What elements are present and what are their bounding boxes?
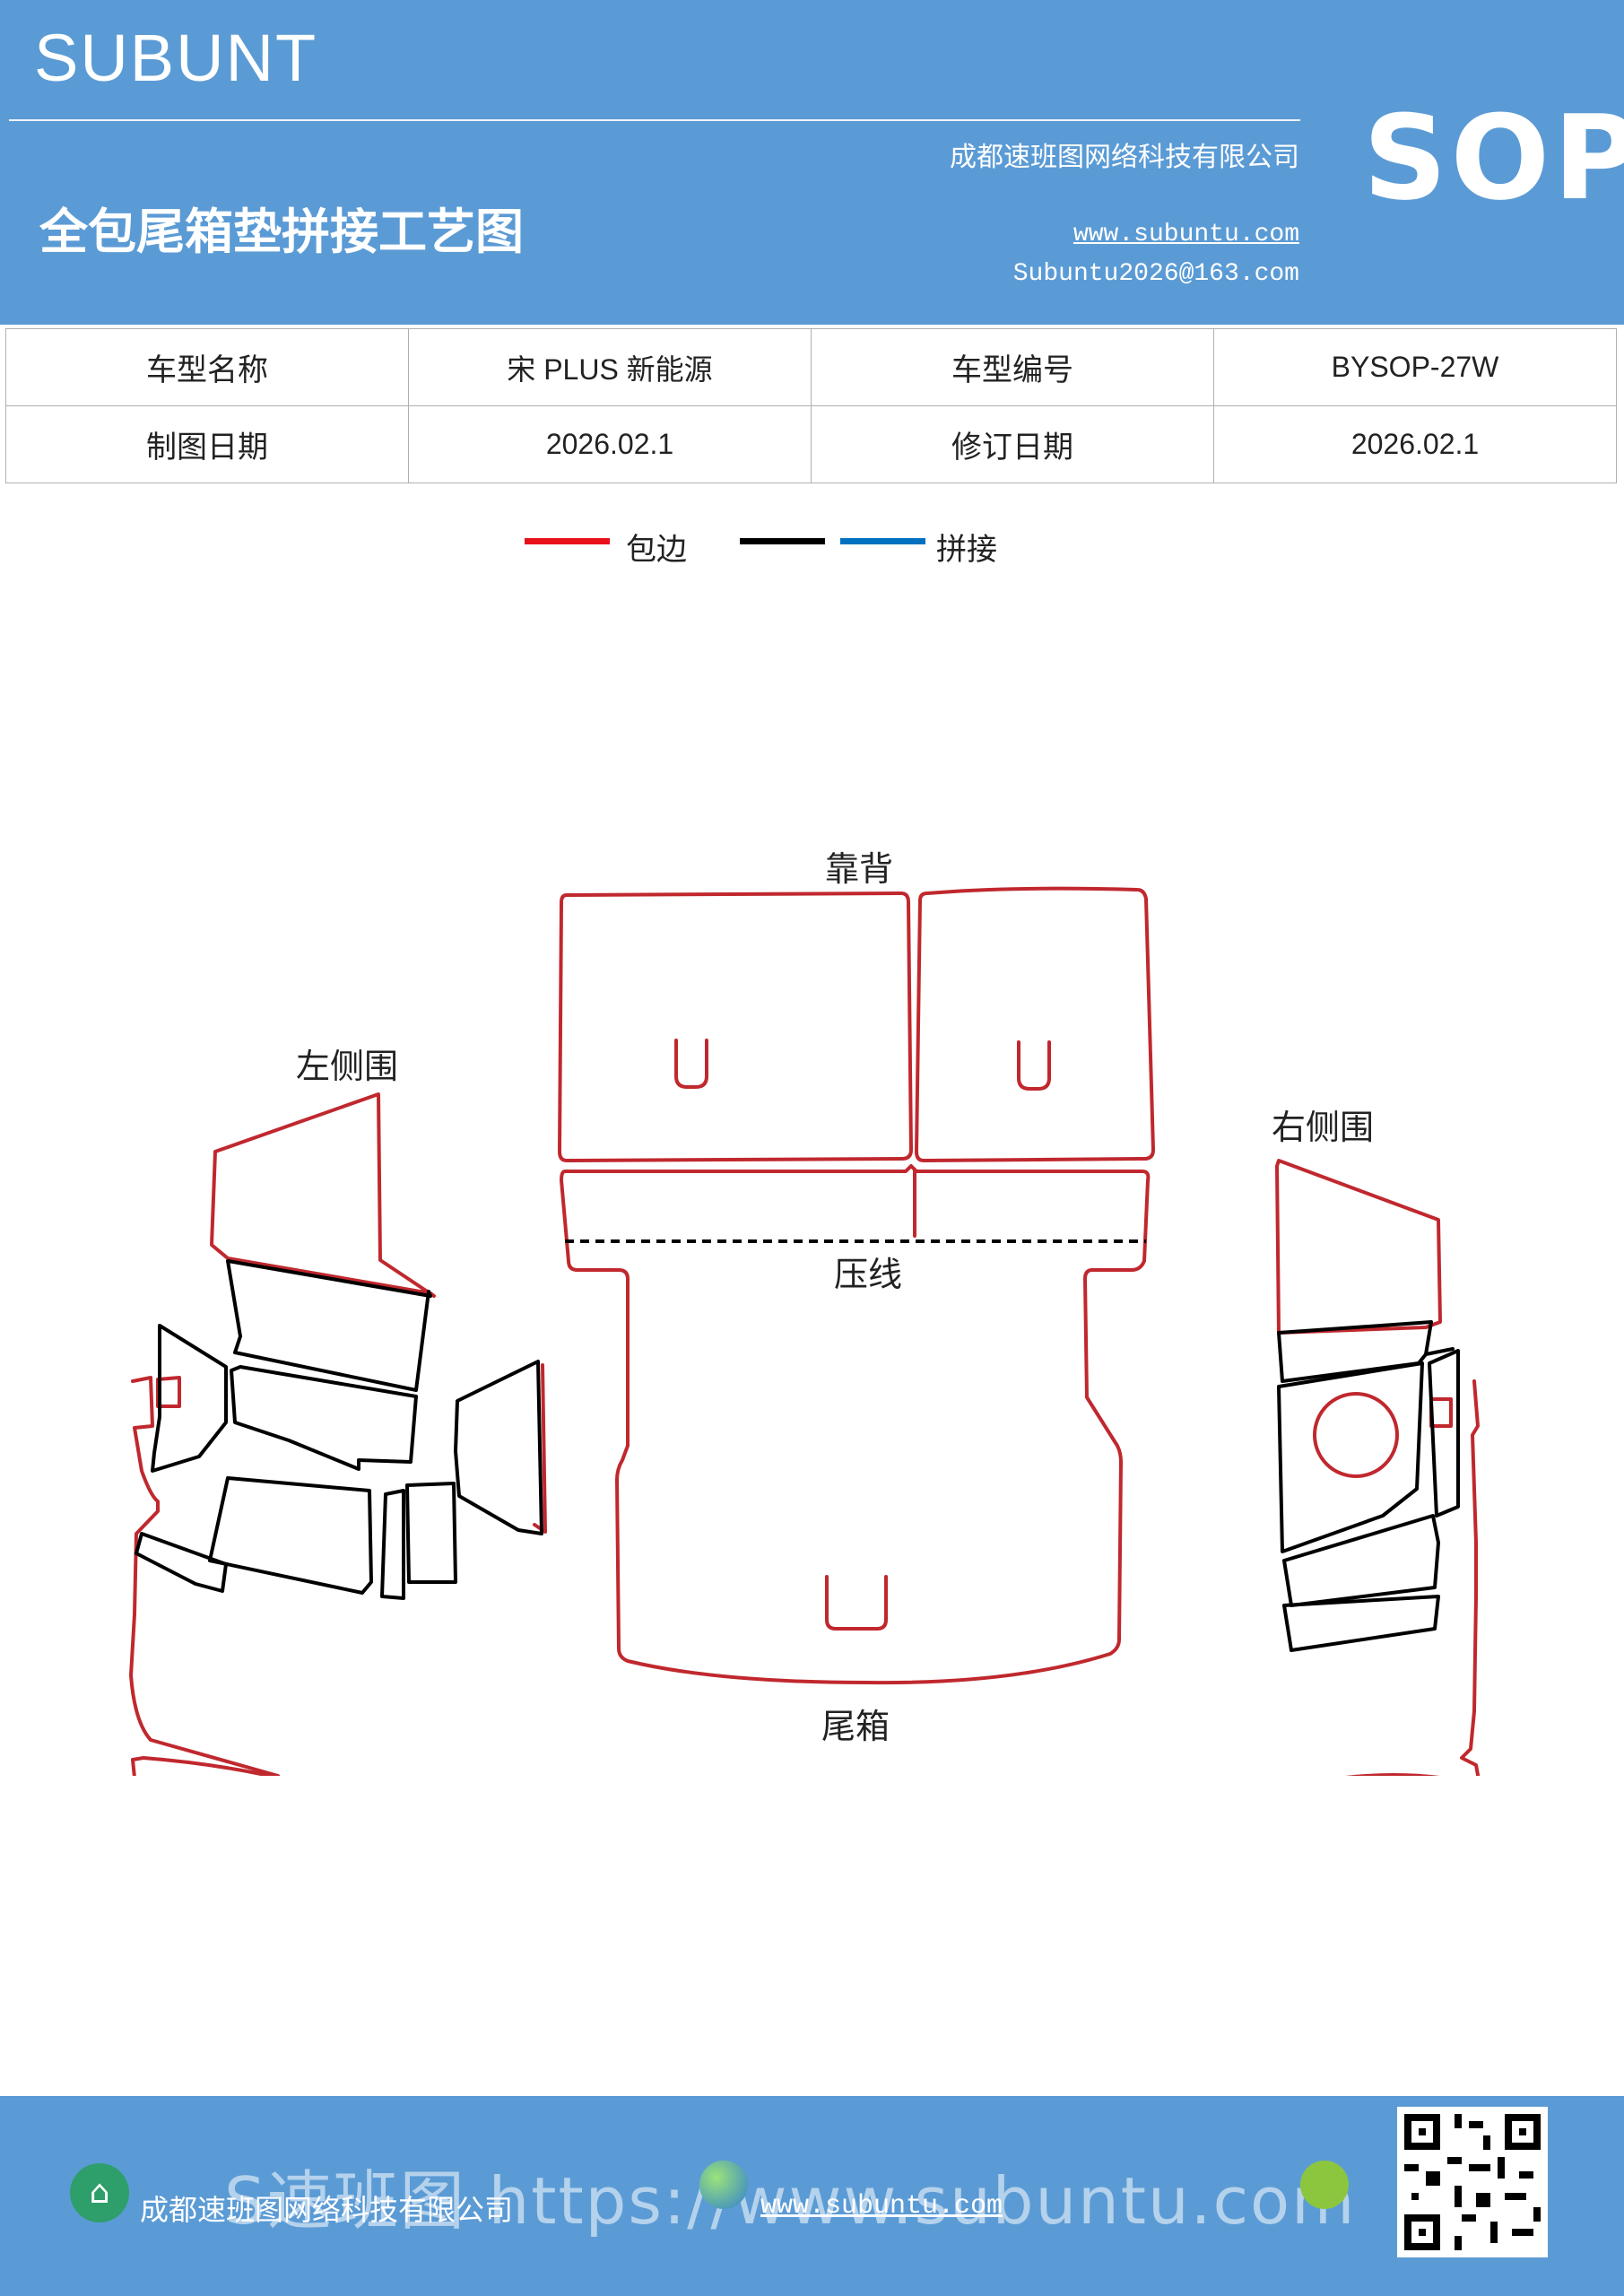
right-piece-4 (1282, 1595, 1440, 1652)
right-side-outer-strip (1460, 1379, 1481, 1776)
backrest-right-panel (915, 886, 1155, 1162)
globe-icon (699, 2161, 748, 2209)
right-side-lower-trim (1345, 1773, 1440, 1776)
backrest-left-slot (674, 1039, 708, 1089)
table-row: 车型名称 宋 PLUS 新能源 车型编号 BYSOP-27W (5, 328, 1617, 406)
legend-label-splice: 拼接 (936, 532, 997, 568)
footer-company-name: 成都速班图网络科技有限公司 (140, 2193, 514, 2227)
legend-blue-line (840, 538, 925, 544)
model-name-label: 车型名称 (5, 328, 409, 406)
right-side-inner-tab (1429, 1397, 1453, 1428)
legend-red-line (525, 538, 610, 544)
left-piece-4 (208, 1476, 373, 1595)
right-piece-seam (1424, 1347, 1455, 1356)
left-side-upper-panel (210, 1092, 436, 1298)
label-press-line: 压线 (834, 1255, 902, 1294)
trunk-floor-slot (825, 1575, 888, 1631)
revision-date-label: 修订日期 (811, 405, 1214, 483)
backrest-left-panel (558, 891, 913, 1162)
left-piece-2 (230, 1365, 418, 1471)
left-piece-1 (226, 1259, 432, 1392)
model-code-label: 车型编号 (811, 328, 1214, 406)
table-row: 制图日期 2026.02.1 修订日期 2026.02.1 (5, 405, 1617, 483)
header-divider (9, 119, 1300, 121)
label-trunk: 尾箱 (821, 1707, 890, 1746)
legend: 包边 拼接 (0, 525, 1624, 570)
right-piece-3 (1282, 1514, 1440, 1607)
model-name-value: 宋 PLUS 新能源 (408, 328, 812, 406)
wechat-icon (1300, 2161, 1349, 2209)
left-piece-7 (454, 1360, 543, 1535)
right-piece-5 (1428, 1349, 1460, 1518)
left-side-lower-trim (131, 1756, 278, 1776)
legend-black-line (740, 538, 825, 544)
left-side-outer-strip (129, 1376, 280, 1776)
left-piece-3 (151, 1324, 228, 1473)
draw-date-value: 2026.02.1 (408, 405, 812, 483)
trunk-mat-diagram: 靠背 左侧围 右侧围 压线 尾箱 (129, 849, 1481, 1776)
revision-date-value: 2026.02.1 (1213, 405, 1617, 483)
label-left-side: 左侧围 (296, 1047, 398, 1086)
model-code-value: BYSOP-27W (1213, 328, 1617, 406)
header-banner: SUBUNT 全包尾箱垫拼接工艺图 成都速班图网络科技有限公司 www.subu… (0, 0, 1624, 325)
footer-banner: ⌂ S速班图 https://www.subuntu.com 成都速班图网络科技… (0, 2096, 1624, 2296)
label-backrest: 靠背 (825, 849, 893, 889)
company-name: 成都速班图网络科技有限公司 (950, 142, 1299, 173)
document-title: 全包尾箱垫拼接工艺图 (39, 203, 524, 260)
footer-website-link[interactable]: www.subuntu.com (760, 2191, 1003, 2222)
brand-name: SUBUNT (34, 21, 318, 95)
right-side-speaker-hole (1313, 1392, 1399, 1478)
right-piece-1 (1277, 1320, 1433, 1383)
website-link[interactable]: www.subuntu.com (1073, 221, 1299, 248)
backrest-right-slot (1017, 1040, 1051, 1091)
legend-label-edging: 包边 (626, 532, 687, 568)
right-piece-2 (1277, 1361, 1424, 1553)
draw-date-label: 制图日期 (5, 405, 409, 483)
vehicle-info-table: 车型名称 宋 PLUS 新能源 车型编号 BYSOP-27W 制图日期 2026… (5, 328, 1617, 483)
building-icon: ⌂ (70, 2163, 129, 2222)
left-piece-8 (135, 1532, 228, 1593)
label-right-side: 右侧围 (1272, 1108, 1374, 1147)
trunk-floor-panel (560, 1164, 1151, 1685)
qr-code-icon (1397, 2107, 1548, 2257)
email-address: Subuntu2026@163.com (1012, 260, 1299, 288)
left-back-flap-edge (533, 1363, 547, 1534)
footer-watermark: S速班图 https://www.subuntu.com (224, 2163, 1357, 2239)
left-piece-6 (405, 1482, 457, 1584)
sop-badge: SOP (1363, 90, 1624, 226)
right-side-upper-panel (1275, 1159, 1442, 1335)
left-piece-5 (380, 1489, 405, 1600)
